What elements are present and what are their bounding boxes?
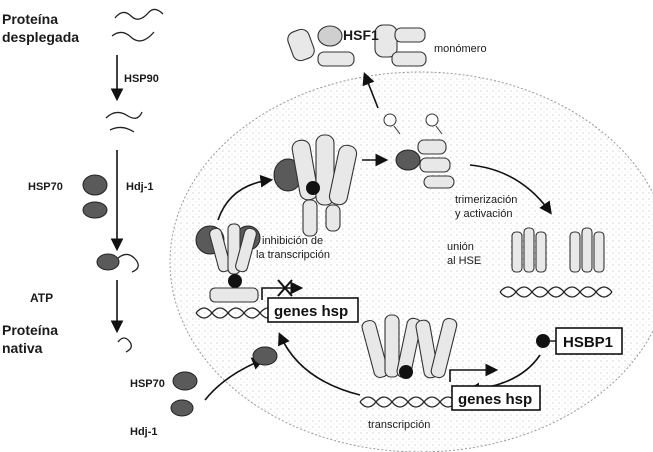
transcription-label: transcripción [368,419,430,431]
atp-label: ATP [30,291,53,305]
inhibition-label-1: inhibición de [262,235,323,247]
genes-hsp-inhibited-label: genes hsp [274,303,348,320]
hsf1-label: HSF1 [343,27,379,43]
inhibition-label-2: la transcripción [256,249,330,261]
trimerization-label-2: y activación [455,208,512,220]
native-protein-label-1: Proteína [2,322,58,338]
native-protein-label-2: nativa [2,340,43,356]
unfolded-protein-icon [112,9,163,40]
unfolded-protein-label-2: desplegada [2,29,79,45]
hdj1-left-label: Hdj-1 [126,181,154,193]
hsp70-left-label: HSP70 [28,181,63,193]
hse-binding-label-1: unión [447,241,474,253]
hsbp1-label: HSBP1 [563,334,613,351]
monomer-label: monómero [434,43,487,55]
hdj1-bottom-label: Hdj-1 [130,426,158,438]
hsp90-label: HSP90 [124,73,159,85]
hse-binding-label-2: al HSE [447,255,481,267]
free-hsp70-icon [253,347,277,365]
protein-chaperone-complex-icon [97,254,138,272]
genes-hsp-active-label: genes hsp [458,391,532,408]
hsbp1-dot-icon [536,334,550,348]
native-protein-icon [118,338,131,352]
partially-folded-protein-icon [106,112,142,132]
hsp70-bottom-label: HSP70 [130,378,165,390]
hsp70-bottom-icon [171,372,197,416]
hsp70-left-icon [83,175,107,218]
unfolded-protein-label-1: Proteína [2,11,58,27]
trimerization-label-1: trimerización [455,194,517,206]
